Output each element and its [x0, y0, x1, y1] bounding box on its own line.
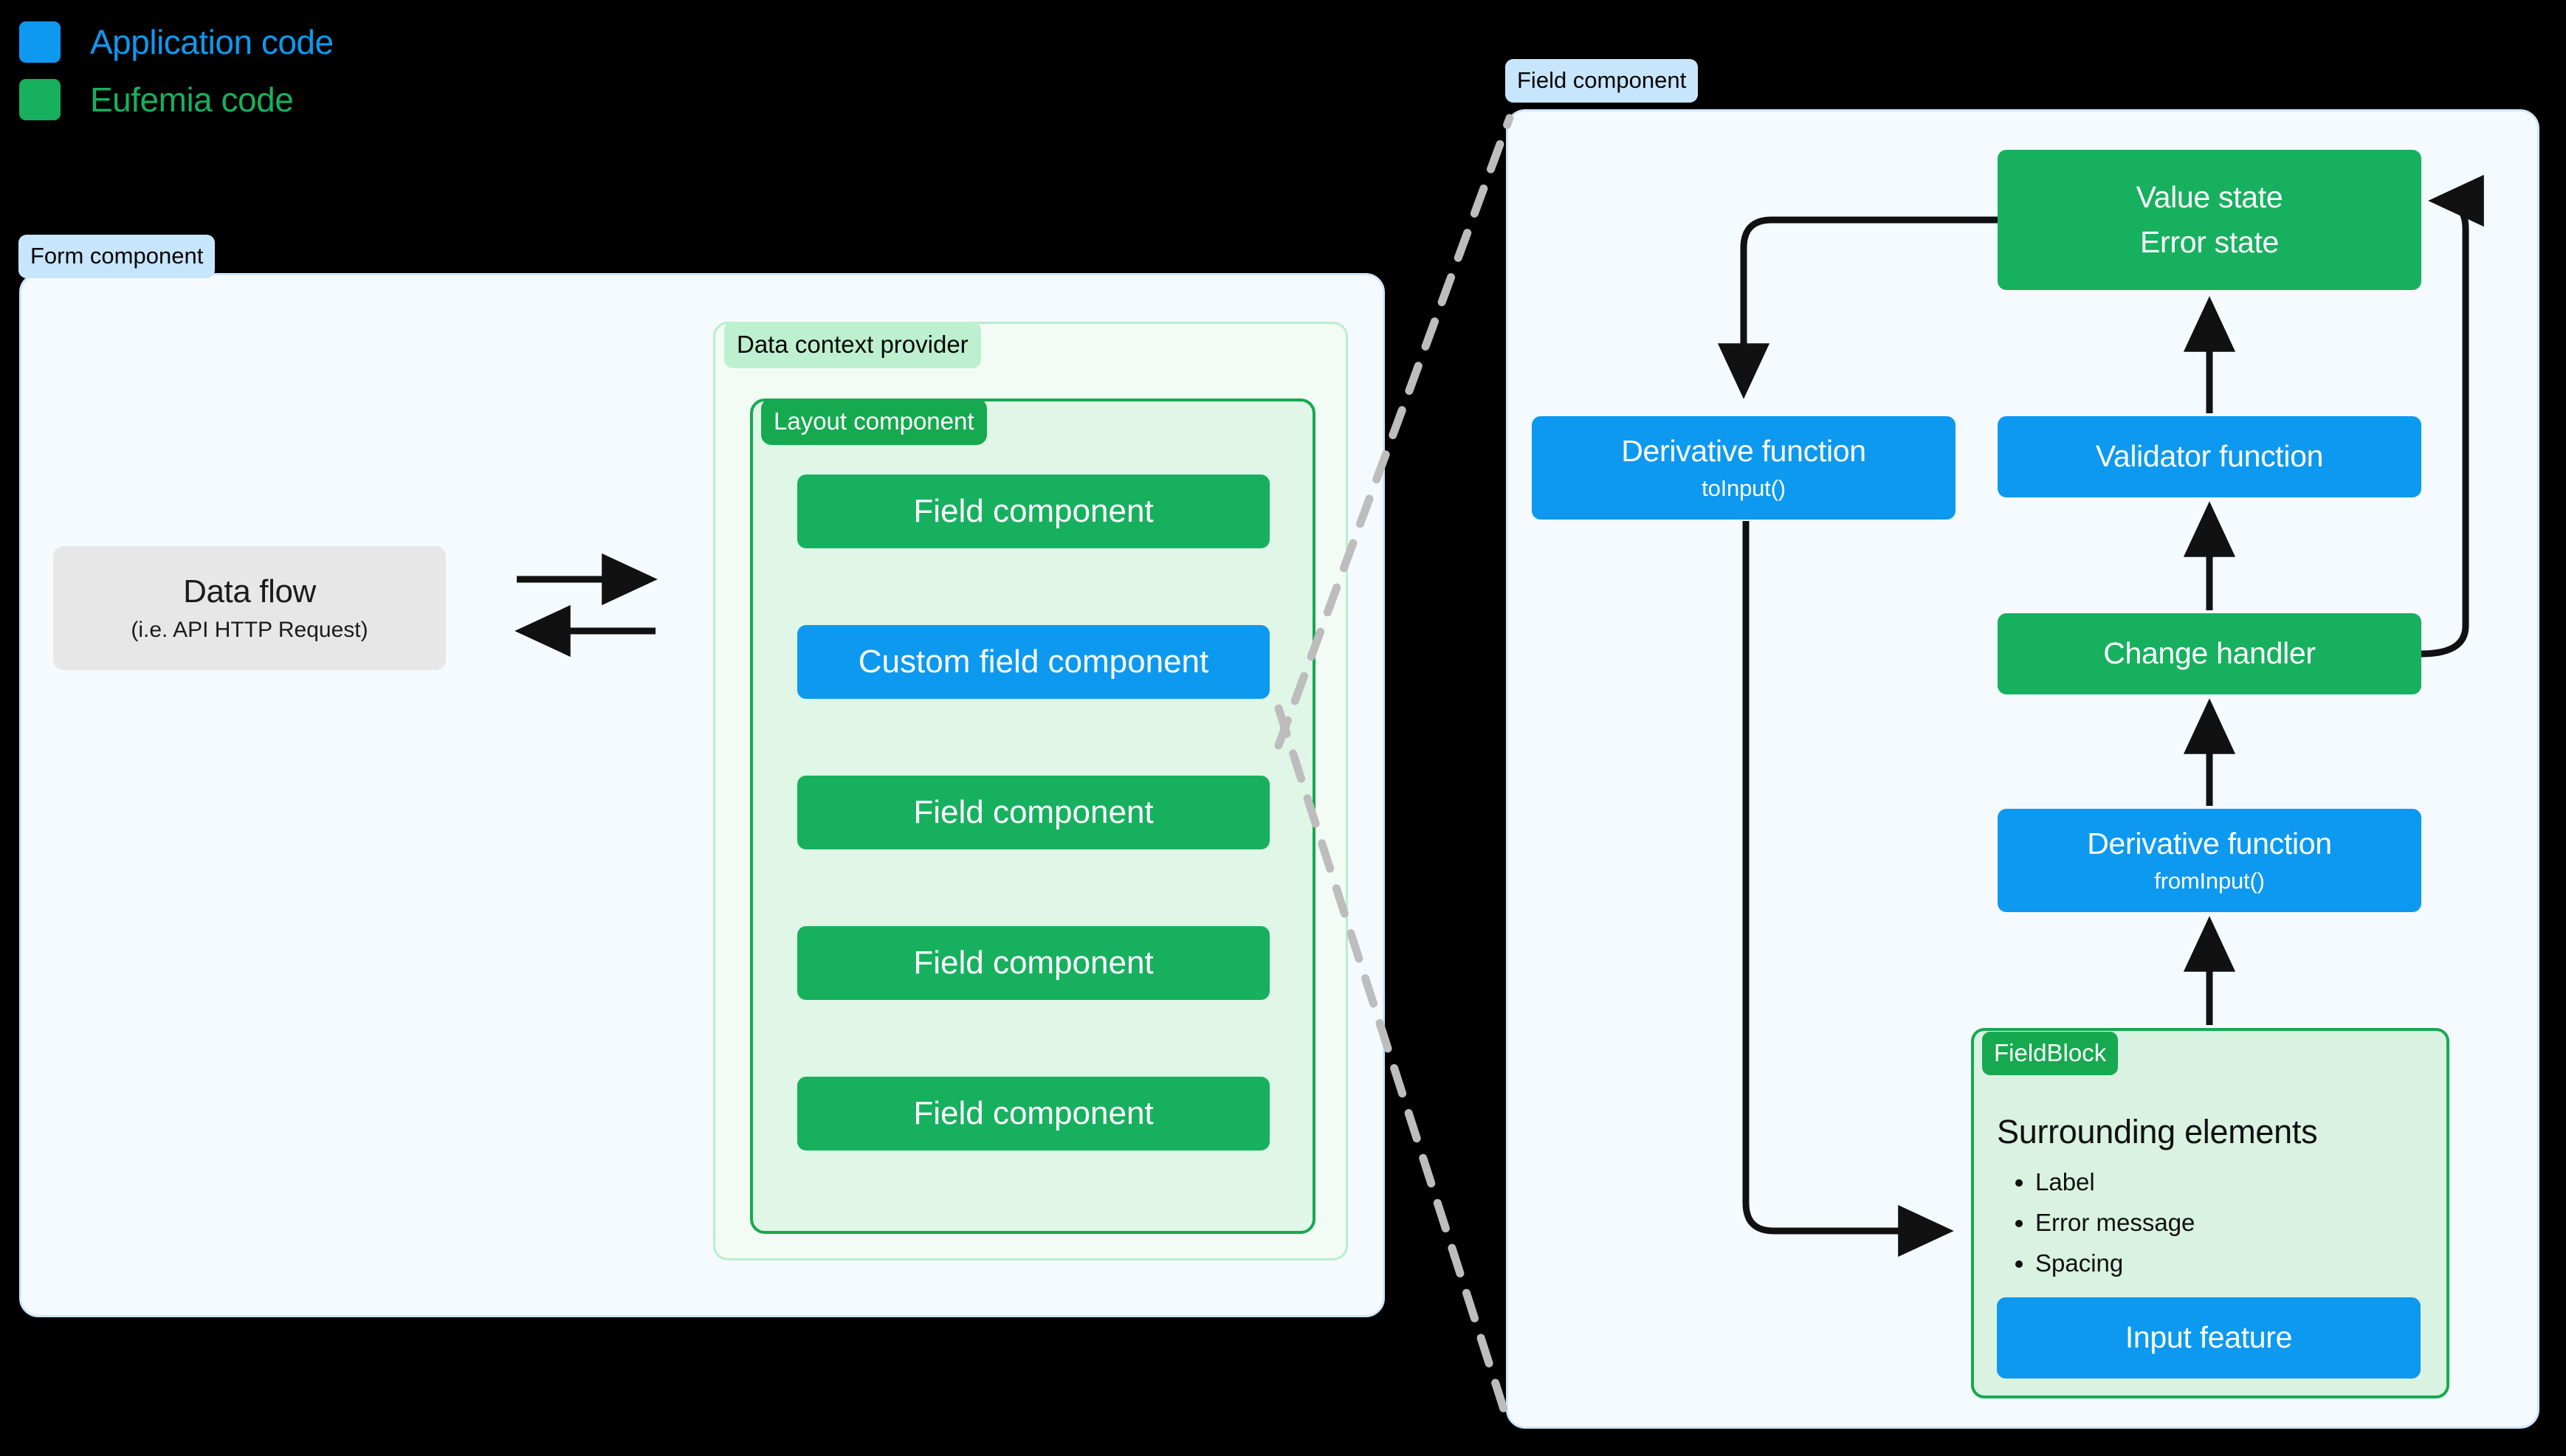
frominput-title: Derivative function	[2087, 827, 2332, 861]
input-feature-label: Input feature	[2125, 1320, 2293, 1355]
legend-item-eufemia: Eufemia code	[19, 71, 536, 128]
legend-item-application: Application code	[19, 13, 536, 71]
field-component-row-5[interactable]: Field component	[797, 1077, 1270, 1150]
toinput-subtitle: toInput()	[1702, 475, 1786, 502]
validator-function-label: Validator function	[2095, 439, 2324, 474]
field-component-row-1[interactable]: Field component	[797, 475, 1270, 548]
list-item: Spacing	[2035, 1243, 2440, 1283]
derivative-function-frominput-box[interactable]: Derivative function fromInput()	[1998, 809, 2421, 912]
data-flow-subtitle: (i.e. API HTTP Request)	[131, 618, 368, 642]
legend: Application code Eufemia code	[19, 13, 536, 128]
legend-label-eufemia: Eufemia code	[90, 80, 294, 119]
custom-field-component-row[interactable]: Custom field component	[797, 625, 1270, 699]
field-component-label: Field component	[913, 944, 1154, 981]
custom-field-component-label: Custom field component	[858, 643, 1209, 680]
input-feature-box[interactable]: Input feature	[1997, 1297, 2421, 1379]
frominput-subtitle: fromInput()	[2154, 868, 2265, 894]
validator-function-box[interactable]: Validator function	[1998, 416, 2421, 497]
value-state-line-1: Value state	[2136, 179, 2283, 214]
list-item: Error message	[2035, 1202, 2440, 1243]
value-state-box[interactable]: Value state Error state	[1998, 150, 2421, 290]
data-flow-box: Data flow (i.e. API HTTP Request)	[53, 546, 446, 670]
application-code-swatch-icon	[19, 21, 61, 63]
field-component-label: Field component	[913, 1094, 1154, 1131]
layout-component-tag: Layout component	[761, 398, 987, 445]
field-component-row-3[interactable]: Field component	[797, 776, 1270, 849]
change-handler-box[interactable]: Change handler	[1998, 613, 2421, 694]
derivative-function-toinput-box[interactable]: Derivative function toInput()	[1532, 416, 1956, 520]
field-component-label: Field component	[913, 793, 1154, 830]
surrounding-elements-group: Surrounding elements Label Error message…	[1997, 1113, 2440, 1283]
data-context-provider-tag: Data context provider	[724, 322, 981, 368]
legend-label-application: Application code	[90, 23, 334, 61]
eufemia-code-swatch-icon	[19, 79, 61, 120]
field-component-row-4[interactable]: Field component	[797, 926, 1270, 1000]
surrounding-elements-list: Label Error message Spacing	[1997, 1162, 2440, 1283]
field-block-tag: FieldBlock	[1982, 1032, 2119, 1075]
list-item: Label	[2035, 1162, 2440, 1202]
value-state-line-2: Error state	[2139, 225, 2280, 259]
change-handler-label: Change handler	[2103, 636, 2316, 671]
data-flow-title: Data flow	[183, 573, 316, 610]
field-component-label: Field component	[913, 492, 1154, 529]
toinput-title: Derivative function	[1621, 434, 1866, 469]
form-component-tag: Form component	[18, 235, 216, 278]
surrounding-elements-title: Surrounding elements	[1997, 1113, 2318, 1150]
field-component-panel-tag: Field component	[1505, 59, 1699, 103]
